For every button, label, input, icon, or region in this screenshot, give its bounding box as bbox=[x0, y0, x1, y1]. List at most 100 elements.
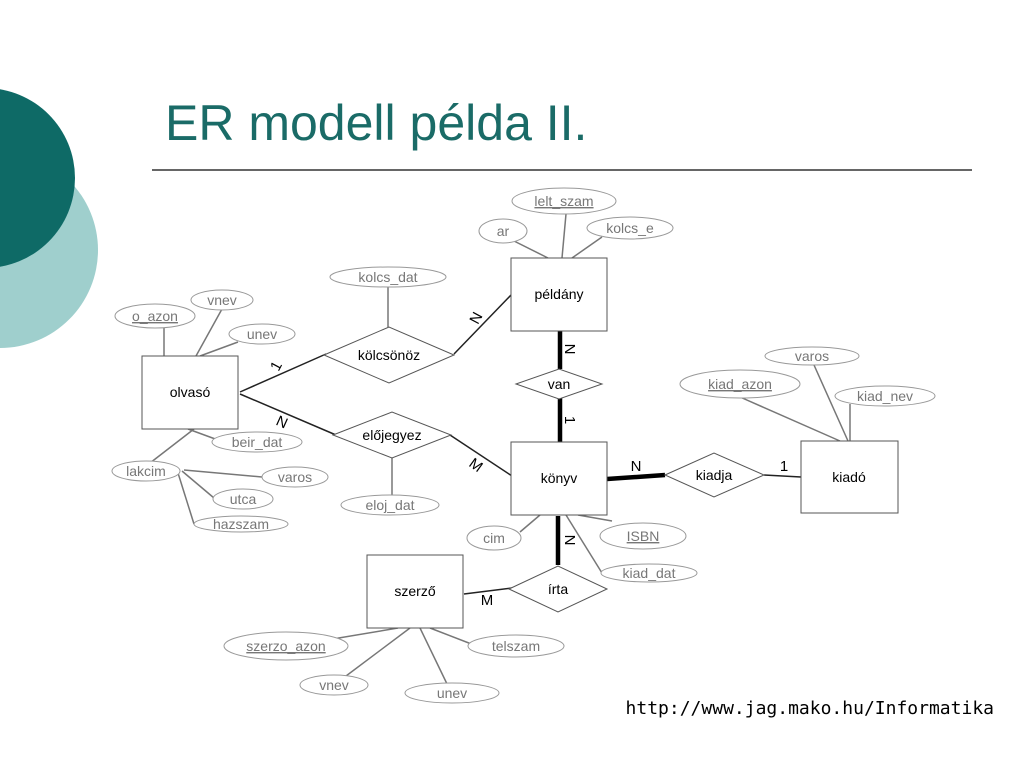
line-konyv-kiadja bbox=[606, 472, 666, 482]
attribute-kolcs-dat: kolcs_dat bbox=[329, 266, 447, 288]
attribute-vnev-szerzo-label: vnev bbox=[319, 677, 349, 693]
decor-circle-dark bbox=[0, 89, 75, 267]
attribute-kolcs-e-label: kolcs_e bbox=[606, 220, 654, 236]
connector-kiad-azon bbox=[739, 396, 841, 442]
entity-peldany: példány bbox=[510, 257, 608, 332]
attribute-hazszam: hazszam bbox=[193, 515, 289, 533]
entity-konyv-label: könyv bbox=[541, 470, 578, 486]
cardinality-elojegyez-konyv: M bbox=[466, 455, 486, 476]
attribute-isbn-label: ISBN bbox=[627, 528, 660, 544]
relationship-kiadja: kiadja bbox=[663, 452, 766, 498]
cardinality-labels: 1 N N M N 1 N 1 N M bbox=[267, 309, 788, 609]
attribute-vnev-olvaso-label: vnev bbox=[207, 292, 237, 308]
connector-vnev-szerzo bbox=[345, 627, 411, 677]
attribute-szerzo-azon-label: szerzo_azon bbox=[246, 638, 325, 654]
attribute-unev-olvaso-label: unev bbox=[247, 326, 277, 342]
attribute-lakcim-label: lakcim bbox=[126, 463, 166, 479]
relationship-connectors bbox=[239, 293, 802, 595]
attribute-kiad-nev: kiad_nev bbox=[834, 385, 936, 407]
connector-kolcs-e bbox=[571, 236, 603, 259]
attribute-szerzo-azon: szerzo_azon bbox=[223, 631, 349, 661]
attribute-eloj-dat-label: eloj_dat bbox=[365, 497, 414, 513]
attribute-unev-olvaso: unev bbox=[228, 323, 296, 345]
connector-telszam bbox=[429, 627, 475, 646]
attribute-o-azon-label: o_azon bbox=[132, 308, 178, 324]
attribute-beir-dat-label: beir_dat bbox=[232, 434, 283, 450]
attribute-connectors bbox=[149, 213, 851, 687]
relationship-elojegyez-label: előjegyez bbox=[362, 427, 421, 443]
connector-unev-szerzo bbox=[419, 627, 449, 687]
attribute-varos-olvaso: varos bbox=[261, 466, 329, 488]
attribute-cim: cim bbox=[466, 525, 522, 551]
attribute-vnev-olvaso: vnev bbox=[190, 289, 254, 311]
line-kolcsonoz-peldany bbox=[453, 293, 513, 355]
entity-szerzo-label: szerző bbox=[394, 583, 435, 599]
cardinality-olvaso-kolcsonoz: 1 bbox=[267, 359, 286, 374]
attribute-eloj-dat: eloj_dat bbox=[340, 494, 440, 516]
connector-vnev-olvaso bbox=[195, 308, 223, 357]
connector-ar bbox=[509, 238, 549, 259]
attribute-telszam: telszam bbox=[467, 634, 565, 658]
attribute-kolcs-e: kolcs_e bbox=[586, 216, 674, 240]
attribute-varos-kiado: varos bbox=[764, 346, 860, 366]
connector-kiad-dat bbox=[565, 514, 603, 574]
cardinality-konyv-kiadja: N bbox=[631, 458, 642, 475]
connector-lelt-szam bbox=[561, 213, 567, 259]
cardinality-szerzo-irta: M bbox=[481, 592, 494, 609]
connector-unev-olvaso bbox=[199, 341, 239, 357]
connector-lakcim bbox=[149, 428, 195, 464]
entity-olvaso-label: olvasó bbox=[170, 384, 211, 400]
connector-utca bbox=[181, 470, 215, 499]
attribute-kiad-dat: kiad_dat bbox=[600, 563, 698, 583]
relationship-irta-label: írta bbox=[548, 581, 568, 597]
line-olvaso-kolcsonoz bbox=[239, 353, 327, 393]
attribute-lakcim: lakcim bbox=[111, 460, 181, 482]
attribute-telszam-label: telszam bbox=[492, 638, 540, 654]
cardinality-olvaso-elojegyez: N bbox=[273, 412, 290, 432]
attribute-o-azon: o_azon bbox=[114, 303, 196, 329]
attribute-varos-kiado-label: varos bbox=[795, 348, 829, 364]
attribute-kiad-nev-label: kiad_nev bbox=[857, 388, 913, 404]
entity-kiado-label: kiadó bbox=[832, 469, 866, 485]
connector-varos-olvaso bbox=[183, 469, 263, 478]
attribute-cim-label: cim bbox=[483, 530, 505, 546]
cardinality-konyv-irta: N bbox=[561, 535, 578, 546]
footer-url: http://www.jag.mako.hu/Informatika bbox=[625, 698, 994, 719]
slide-title: ER modell példa II. bbox=[165, 95, 588, 151]
relationship-van: van bbox=[514, 368, 604, 400]
cardinality-van-konyv: 1 bbox=[561, 416, 578, 424]
line-olvaso-elojegyez bbox=[239, 393, 337, 436]
attribute-unev-szerzo-label: unev bbox=[437, 685, 467, 701]
attribute-utca: utca bbox=[212, 488, 274, 510]
entity-kiado: kiadó bbox=[800, 440, 899, 514]
attribute-hazszam-label: hazszam bbox=[213, 516, 269, 532]
relationship-van-label: van bbox=[548, 376, 571, 392]
attribute-beir-dat: beir_dat bbox=[211, 431, 303, 453]
relationship-irta: írta bbox=[507, 565, 609, 613]
connector-cim bbox=[519, 514, 541, 533]
connector-beir-dat bbox=[187, 428, 219, 441]
attribute-varos-olvaso-label: varos bbox=[278, 469, 312, 485]
connector-varos-kiado bbox=[813, 364, 849, 442]
attribute-kolcs-dat-label: kolcs_dat bbox=[358, 269, 417, 285]
cardinality-kiadja-kiado: 1 bbox=[780, 458, 788, 475]
relationship-kolcsonoz: kölcsönöz bbox=[322, 326, 456, 384]
attribute-ar-label: ar bbox=[497, 223, 510, 239]
attribute-vnev-szerzo: vnev bbox=[299, 674, 369, 696]
attribute-kiad-dat-label: kiad_dat bbox=[623, 565, 676, 581]
relationship-elojegyez: előjegyez bbox=[331, 411, 453, 459]
entity-olvaso: olvasó bbox=[141, 355, 239, 430]
connector-isbn bbox=[577, 514, 613, 522]
entity-szerzo: szerző bbox=[366, 554, 464, 629]
relationship-kolcsonoz-label: kölcsönöz bbox=[358, 347, 420, 363]
attribute-lelt-szam-label: lelt_szam bbox=[534, 193, 593, 209]
entity-peldany-label: példány bbox=[534, 286, 583, 302]
attribute-lelt-szam: lelt_szam bbox=[511, 187, 617, 215]
line-elojegyez-konyv bbox=[449, 434, 513, 477]
connector-hazszam bbox=[177, 472, 195, 525]
relationship-kiadja-label: kiadja bbox=[696, 467, 733, 483]
cardinality-peldany-van: N bbox=[561, 344, 578, 355]
attribute-kiad-azon-label: kiad_azon bbox=[708, 376, 772, 392]
